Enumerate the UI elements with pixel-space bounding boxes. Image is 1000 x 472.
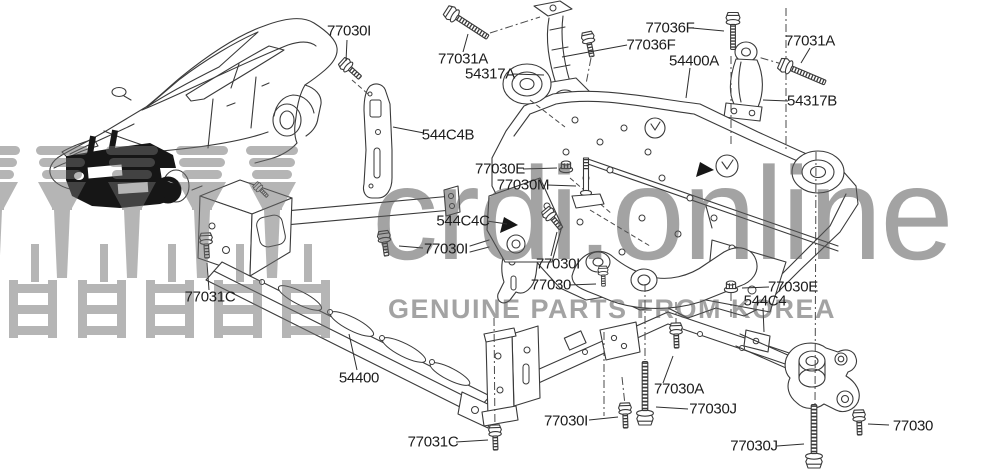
tri-bracket-drawing [735,333,860,413]
part-label-77036F-2: 77036F [626,36,676,54]
part-label-544C4C: 544C4C [436,212,490,230]
stay-arm-drawing [571,247,758,309]
part-label-77031C-1: 77031C [184,288,236,306]
part-label-544C4B: 544C4B [421,126,475,144]
part-label-77030-2: 77030 [892,417,934,435]
bolt-icon [488,425,502,450]
bolt-icon [726,13,740,50]
bolt-icon [806,405,823,468]
part-label-77036F-1: 77036F [645,19,695,37]
nut-icon [558,160,574,174]
part-label-54400: 54400 [338,369,380,387]
part-label-54317A: 54317A [465,65,515,83]
part-label-544C4: 544C4 [743,292,787,310]
part-label-77030I-4: 77030I [543,412,589,430]
bolt-icon [669,323,683,348]
part-label-77030I-1: 77030I [326,22,372,40]
upright-bracket-drawing [481,325,541,427]
part-label-54400A: 54400A [669,52,719,70]
bolt-icon [377,230,393,257]
part-label-77030E-2: 77030E [768,278,818,296]
part-label-77030M: 77030M [496,176,550,194]
car-illustration [49,18,338,208]
nut-icon [723,280,739,294]
part-label-77030A: 77030A [654,380,704,398]
part-label-77031A-2: 77031A [785,32,835,50]
part-label-77031A-1: 77031A [438,50,488,68]
fastener-icons [199,4,866,468]
bolt-icon [337,56,364,82]
part-label-77030J-2: 77030J [730,437,778,455]
part-label-77030I-2: 77030I [423,240,469,258]
part-label-54317B: 54317B [787,92,837,110]
view-markers [500,117,739,233]
bolt-icon [852,410,866,435]
part-label-77030I-3: 77030I [535,255,581,273]
bolt-icon [637,362,654,425]
part-label-77030-1: 77030 [530,276,572,294]
part-label-77031C-2: 77031C [407,433,459,451]
bolt-icon [580,31,598,58]
projection-lines [351,8,817,435]
bolt-icon [618,403,632,428]
stud-icon [571,157,605,209]
part-label-77030E-1: 77030E [475,160,525,178]
bracket-544C4B-drawing [362,83,393,199]
mount-54317B-drawing [723,41,763,122]
highlighted-subframe [66,129,182,208]
part-label-77030J-1: 77030J [689,400,737,418]
